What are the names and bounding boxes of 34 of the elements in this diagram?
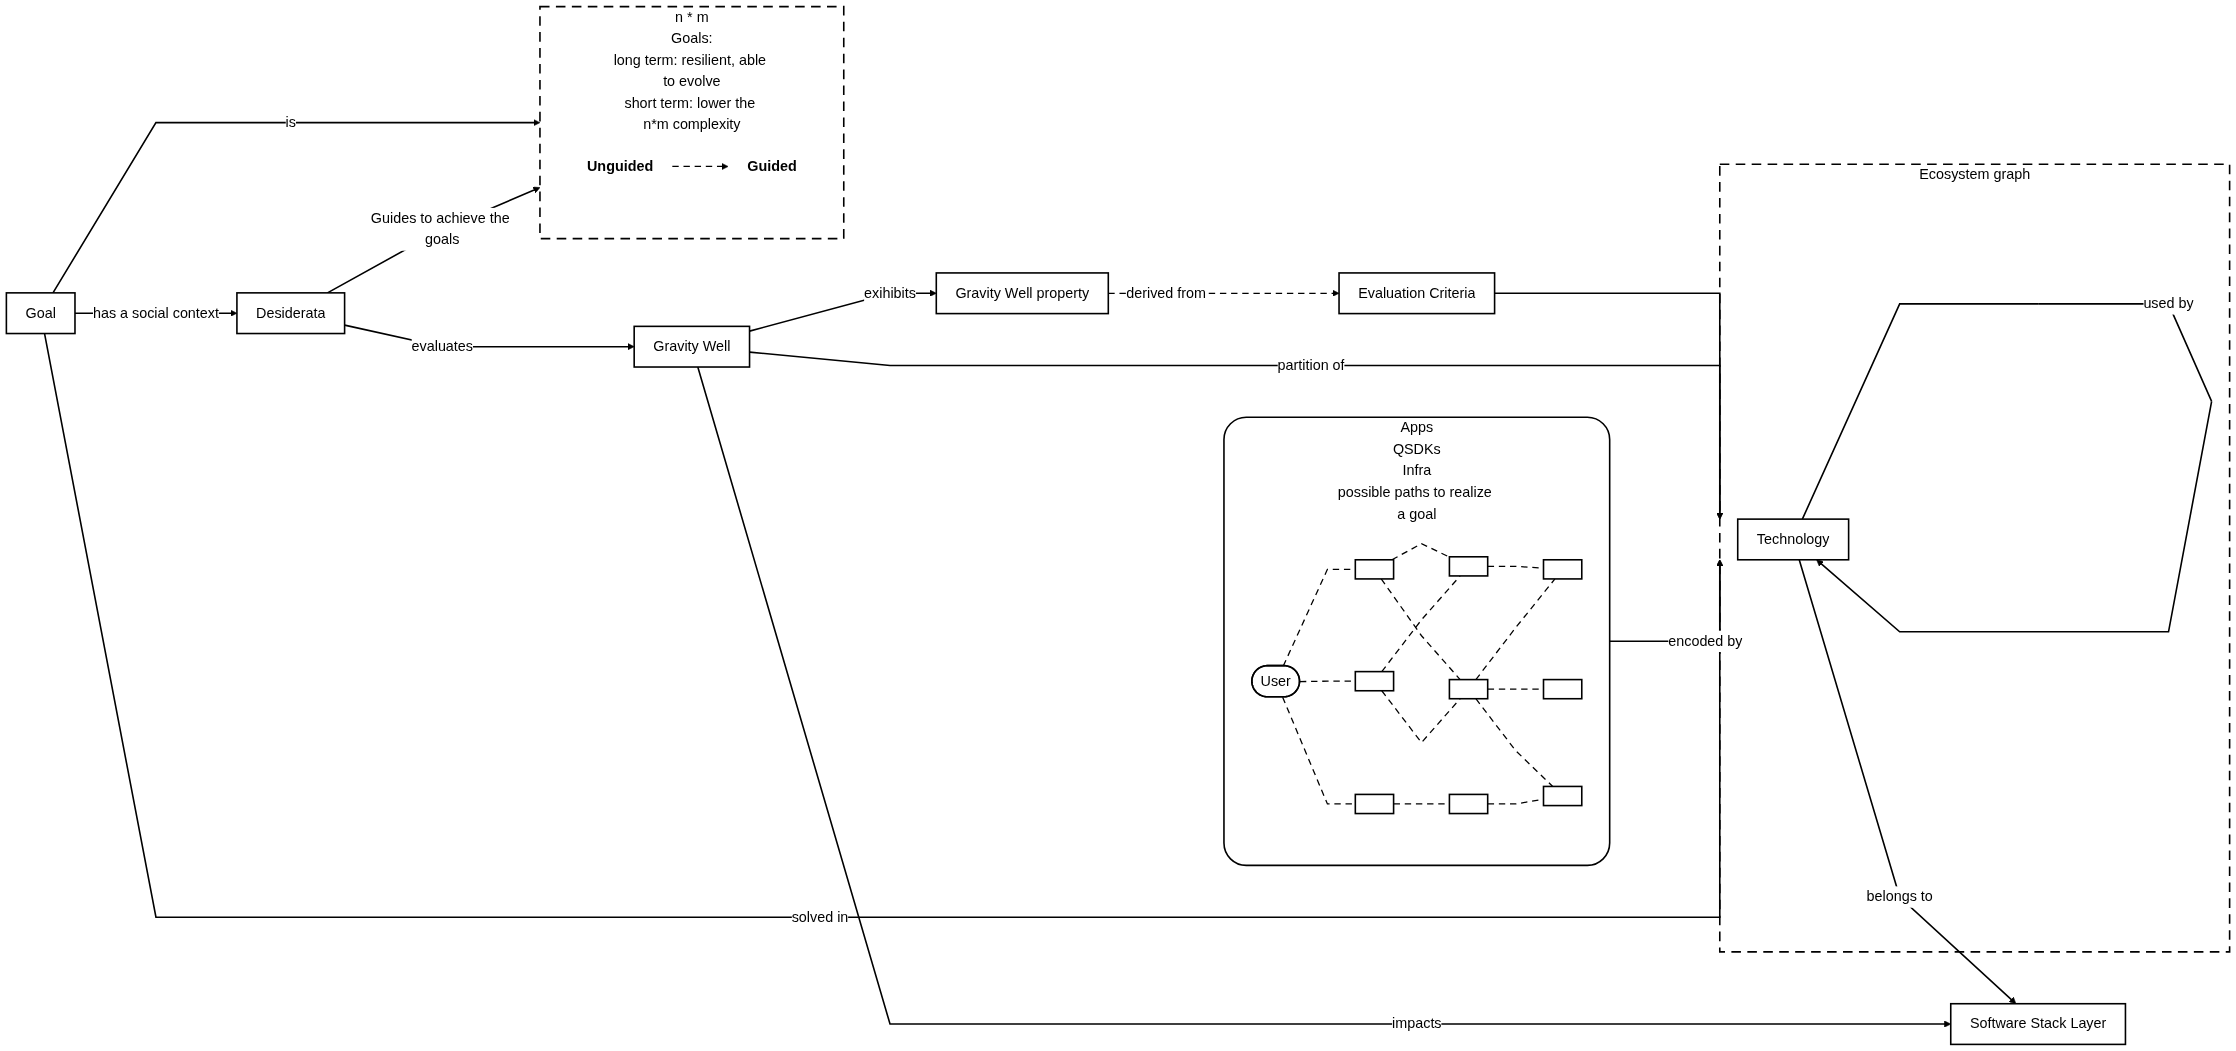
- edge-label: used by: [2143, 295, 2194, 312]
- node-box: Gravity Well property: [935, 272, 1110, 315]
- node-box: [1448, 793, 1489, 815]
- edge-label: partition of: [1277, 357, 1345, 373]
- node-box: [1354, 559, 1395, 580]
- edge-label: is: [285, 114, 296, 131]
- node-box: [1542, 678, 1583, 700]
- node-box: [1448, 678, 1489, 700]
- node-box: Technology: [1736, 518, 1850, 561]
- arrow: [671, 162, 729, 170]
- edge-label: belongs to: [1866, 888, 1933, 905]
- node-box: Evaluation Criteria: [1338, 272, 1496, 315]
- edge-label: exihibits: [864, 284, 916, 301]
- node-box: [1448, 556, 1489, 577]
- edge-label: has a social context: [92, 304, 219, 321]
- edge-label: Guides to achieve the goals: [370, 210, 510, 248]
- connector: [1391, 542, 1451, 561]
- node-text: Unguided: [587, 158, 654, 175]
- node-text: Guided: [747, 158, 797, 175]
- connector: [1475, 698, 1554, 788]
- node-box: Goal: [5, 292, 76, 335]
- node-box: Software Stack Layer: [1949, 1002, 2127, 1046]
- node-box: [1354, 670, 1395, 692]
- node-box: Gravity Well: [633, 325, 751, 368]
- node-box: Desiderata: [236, 292, 346, 335]
- edge-label: impacts: [1392, 1015, 1442, 1032]
- arrow: [1798, 559, 2017, 1005]
- node-box: [1542, 559, 1583, 580]
- edge-label: derived from: [1126, 284, 1207, 301]
- edge-label: evaluates: [411, 338, 473, 355]
- node-box: [1542, 785, 1583, 807]
- node-box: [1354, 793, 1395, 815]
- edge-label: solved in: [791, 908, 849, 925]
- edge-label: encoded by: [1668, 632, 1743, 649]
